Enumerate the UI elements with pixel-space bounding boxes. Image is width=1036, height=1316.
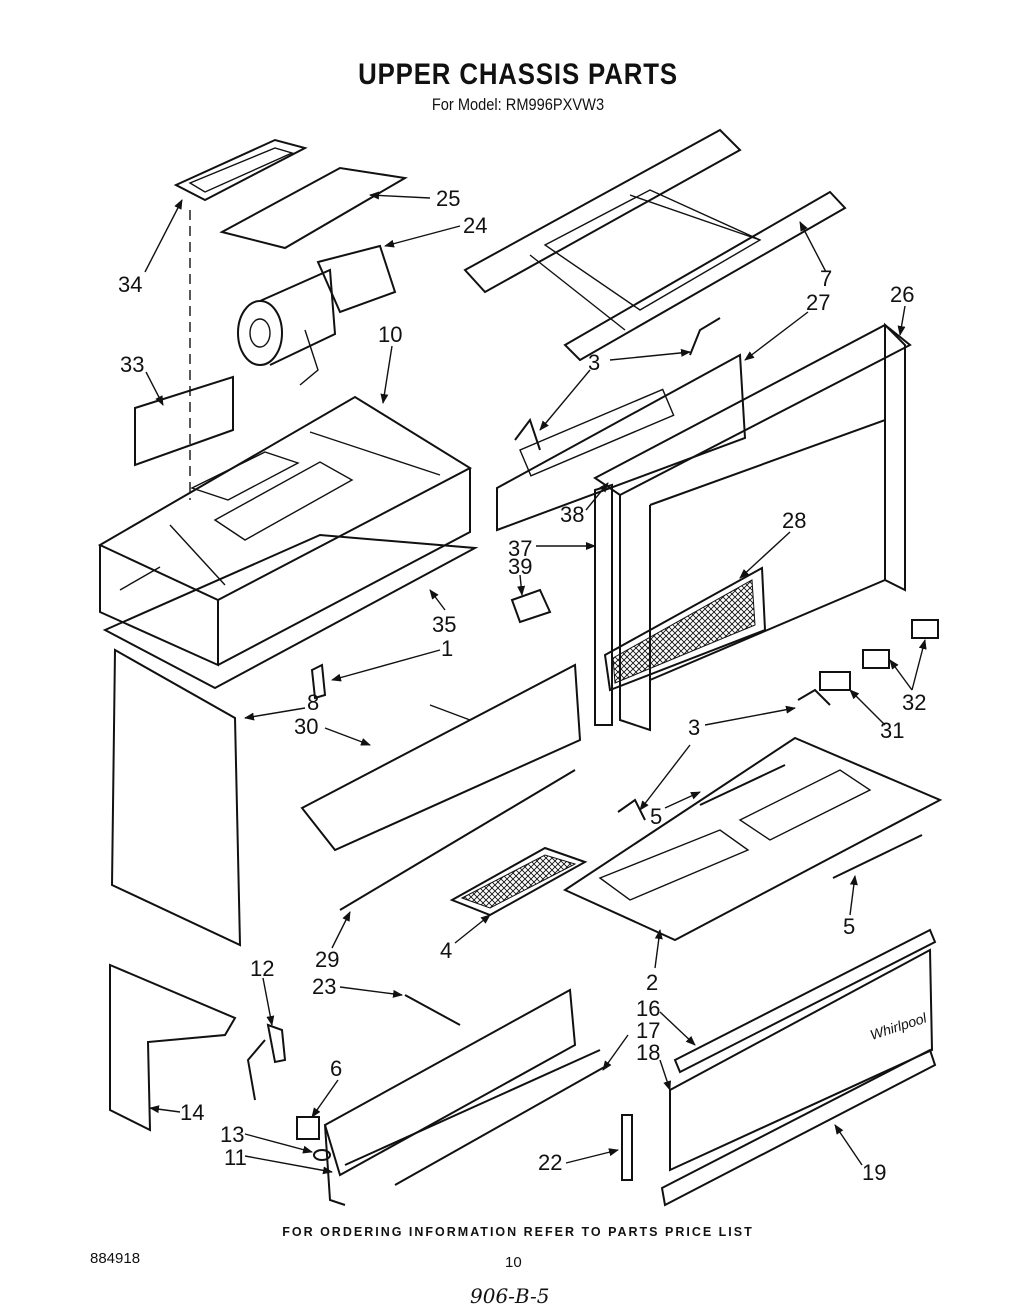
part-3-clip-left — [514, 417, 541, 451]
document-number: 884918 — [90, 1250, 141, 1267]
callout-25: 25 — [436, 186, 460, 211]
part-24-fan-motor — [237, 244, 397, 386]
callout-2: 2 — [646, 970, 658, 995]
callout-3-lower: 3 — [688, 715, 700, 740]
part-31-switch — [819, 671, 851, 691]
part-28-grille — [603, 566, 767, 692]
callout-7: 7 — [820, 266, 832, 291]
callout-10: 10 — [378, 322, 402, 347]
callout-16: 16 — [636, 996, 660, 1021]
callout-26: 26 — [890, 282, 914, 307]
callout-19: 19 — [862, 1160, 886, 1185]
callout-13: 13 — [220, 1122, 244, 1147]
callout-39: 39 — [508, 554, 532, 579]
callout-18: 18 — [636, 1040, 660, 1065]
callout-30: 30 — [294, 714, 318, 739]
callout-6: 6 — [330, 1056, 342, 1081]
callout-3-top: 3 — [588, 350, 600, 375]
callout-8: 8 — [307, 690, 319, 715]
callout-5-lower: 5 — [843, 914, 855, 939]
part-3-clip-upper — [689, 317, 721, 356]
lower-frame — [323, 988, 601, 1206]
callout-12: 12 — [250, 956, 274, 981]
part-2-bottom-tray — [562, 736, 943, 942]
callout-24: 24 — [463, 213, 487, 238]
part-30-lower-rail — [300, 663, 582, 852]
part-22-post — [621, 1114, 633, 1181]
part-18-front-panel — [669, 928, 937, 1172]
callout-32: 32 — [902, 690, 926, 715]
part-32-switch-b — [862, 649, 890, 669]
part-33-plate — [134, 375, 234, 467]
part-3-clip-lower-right — [797, 688, 831, 706]
part-32-switch-a — [911, 619, 939, 639]
brand-mark: Whirlpool — [868, 1009, 929, 1043]
callout-11: 11 — [224, 1145, 247, 1170]
callout-27: 27 — [806, 290, 830, 315]
ordering-info-footer: FOR ORDERING INFORMATION REFER TO PARTS … — [282, 1225, 754, 1239]
callout-31: 31 — [880, 718, 904, 743]
handwritten-note: 906-B-5 — [470, 1284, 550, 1308]
part-12-wire-assembly — [246, 1023, 287, 1101]
part-23-part — [404, 994, 461, 1026]
callout-29: 29 — [315, 947, 339, 972]
callout-14: 14 — [180, 1100, 204, 1125]
part-29-rod — [339, 769, 576, 911]
part-16-trim — [673, 928, 937, 1074]
part-8-side-panel — [110, 648, 242, 947]
callout-37: 37 — [508, 536, 532, 561]
part-14-bracket — [109, 963, 237, 1132]
part-3-clip-lower-left — [617, 798, 646, 821]
part-25-plate — [219, 166, 408, 250]
callout-38: 38 — [560, 502, 584, 527]
callout-1: 1 — [441, 636, 453, 661]
callout-33: 33 — [120, 352, 144, 377]
part-19-rail — [660, 1048, 937, 1207]
part-5-rod-lower — [832, 834, 923, 879]
part-7-top-frame — [463, 128, 847, 362]
part-10-upper-chassis — [97, 395, 473, 667]
callout-5-upper: 5 — [650, 804, 662, 829]
part-13-part — [313, 1149, 331, 1161]
part-4-filter — [449, 846, 588, 917]
callout-17: 17 — [636, 1018, 660, 1043]
page-title: UPPER CHASSIS PARTS — [358, 58, 678, 91]
model-subtitle: For Model: RM996PXVW3 — [431, 95, 605, 114]
part-6-part — [296, 1116, 320, 1140]
callout-labels: 25 24 34 7 27 26 10 33 3 38 28 37 39 35 … — [118, 186, 929, 1185]
callout-4: 4 — [440, 938, 452, 963]
part-35-plate — [102, 533, 479, 690]
callout-arrows — [144, 191, 927, 1175]
part-17-rod — [394, 1064, 609, 1186]
page-number: 10 — [505, 1254, 522, 1271]
callout-35: 35 — [432, 612, 456, 637]
part-27-control-panel — [496, 353, 747, 532]
callout-22: 22 — [538, 1150, 562, 1175]
part-1-clip — [310, 663, 327, 700]
callout-23: 23 — [312, 974, 336, 999]
part-39-block — [510, 588, 552, 624]
callout-28: 28 — [782, 508, 806, 533]
part-34-bracket — [173, 138, 308, 202]
part-5-rod-upper — [699, 764, 786, 806]
callout-34: 34 — [118, 272, 142, 297]
